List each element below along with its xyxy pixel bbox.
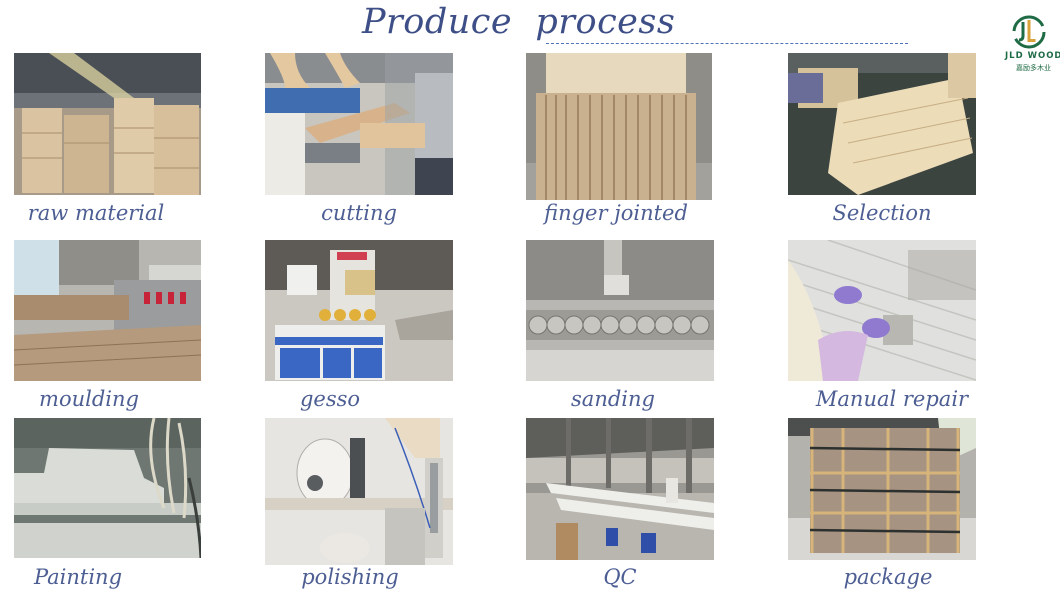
- step-label-selection: Selection: [832, 201, 932, 225]
- photo-manual-repair: [788, 240, 976, 381]
- logo-brand: JLD WOOD: [1005, 51, 1060, 61]
- step-label-polishing: polishing: [301, 565, 399, 589]
- step-label-cutting: cutting: [321, 201, 397, 225]
- photo-polishing: [265, 418, 453, 565]
- photo-moulding: [14, 240, 201, 381]
- jld-logo-icon: [1012, 15, 1046, 49]
- photo-finger-jointed: [526, 53, 712, 200]
- photo-cutting: [265, 53, 453, 195]
- logo-subtitle: 嘉励多木业: [1016, 64, 1051, 72]
- step-label-qc: QC: [603, 565, 637, 589]
- page-title: Produce process: [362, 2, 676, 42]
- title-divider: [546, 43, 908, 44]
- step-label-package: package: [843, 565, 933, 589]
- step-label-gesso: gesso: [299, 387, 361, 411]
- photo-qc: [526, 418, 714, 560]
- photo-gesso: [265, 240, 453, 381]
- step-label-manual-repair: Manual repair: [815, 387, 969, 411]
- step-label-raw-material: raw material: [27, 201, 165, 225]
- photo-selection: [788, 53, 976, 195]
- step-label-moulding: moulding: [39, 387, 139, 411]
- photo-painting: [14, 418, 201, 558]
- photo-sanding: [526, 240, 714, 381]
- step-label-finger-jointed: finger jointed: [544, 201, 688, 225]
- photo-package: [788, 418, 976, 560]
- step-label-sanding: sanding: [571, 387, 655, 411]
- company-logo: JLD WOOD 嘉励多木业: [1005, 14, 1060, 76]
- photo-raw-material: [14, 53, 201, 195]
- step-label-painting: Painting: [33, 565, 123, 589]
